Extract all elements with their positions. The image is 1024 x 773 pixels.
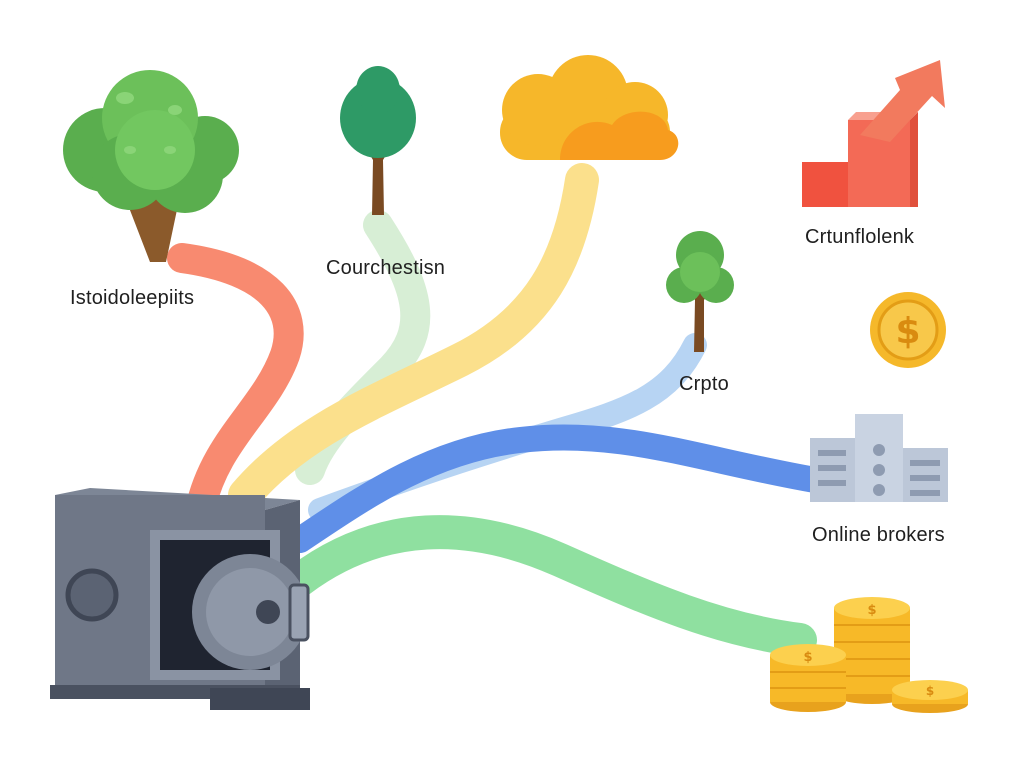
label-crypto: Crpto [679, 373, 729, 395]
stream-green [283, 515, 817, 657]
cloud-icon [500, 55, 679, 160]
dollar-coin-icon: $ [870, 292, 946, 368]
label-growth-chart: Crtunflolenk [805, 226, 915, 248]
coin-stacks-icon: $ $ $ [770, 597, 968, 713]
tree-icon [340, 66, 416, 215]
label-teal-tree: Courchestisn [326, 257, 446, 279]
tree-icon [63, 70, 239, 262]
growth-chart-icon [802, 60, 945, 207]
svg-text:$: $ [803, 650, 812, 665]
svg-text:$: $ [926, 684, 934, 698]
stream-yellow [228, 163, 599, 512]
stream-blue [287, 424, 828, 553]
buildings-icon [810, 414, 948, 502]
tree-icon [666, 231, 734, 352]
stream-orange [167, 243, 304, 525]
safe-icon [50, 488, 310, 710]
flow-streams [167, 163, 828, 657]
svg-text:$: $ [867, 603, 876, 618]
svg-text:$: $ [895, 311, 920, 352]
label-online-brokers: Online brokers [812, 524, 945, 546]
label-top-left-tree: Istoidoleepiits [70, 287, 195, 309]
